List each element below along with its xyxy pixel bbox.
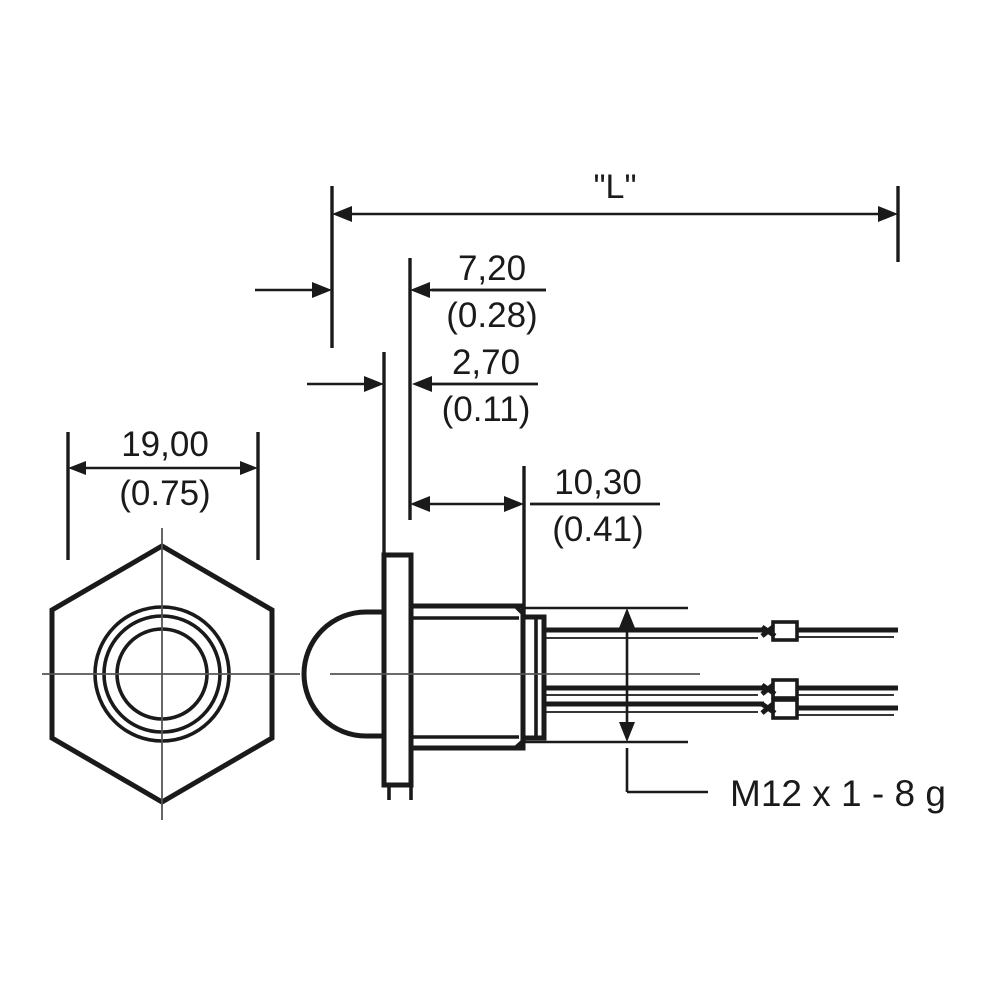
dim-720-imperial: (0.28) bbox=[446, 296, 537, 335]
arrowhead-720 bbox=[410, 282, 430, 298]
wire-span-dimension bbox=[524, 606, 688, 744]
arrowhead-270-right bbox=[364, 376, 384, 392]
arrowhead-wire-top bbox=[619, 608, 635, 628]
arrowhead-left-19mm bbox=[68, 461, 86, 475]
dim-720-metric: 7,20 bbox=[458, 249, 526, 288]
crimp-terminal-1 bbox=[760, 620, 898, 642]
arrowhead-1030-left bbox=[410, 496, 430, 512]
dim-270-metric: 2,70 bbox=[452, 343, 520, 382]
body-barrel bbox=[408, 603, 526, 751]
dim-19-metric: 19,00 bbox=[121, 425, 209, 464]
arrowhead-wire-bottom bbox=[619, 722, 635, 742]
thread-callout: M12 x 1 - 8 g bbox=[625, 748, 946, 814]
crimp-terminal-2 bbox=[760, 678, 898, 700]
dim-1030-metric: 10,30 bbox=[554, 463, 642, 502]
arrowhead-left-L bbox=[332, 206, 352, 222]
arrowhead-left-datum bbox=[312, 282, 332, 298]
crimp-terminal-3 bbox=[760, 698, 898, 720]
hex-nut-flange bbox=[381, 552, 414, 788]
threaded-collar bbox=[520, 614, 547, 741]
dim-1030-imperial: (0.41) bbox=[552, 510, 643, 549]
front-hex-view: 19,00 (0.75) bbox=[42, 425, 300, 820]
side-section-view bbox=[301, 552, 898, 800]
arrowhead-right-19mm bbox=[240, 461, 258, 475]
arrowhead-270-left bbox=[412, 376, 432, 392]
dim-19-imperial: (0.75) bbox=[119, 474, 210, 513]
thread-spec-label: M12 x 1 - 8 g bbox=[730, 773, 946, 814]
arrowhead-right-L bbox=[878, 206, 898, 222]
dim-L-label: "L" bbox=[593, 168, 636, 206]
dome-lens-outline bbox=[301, 609, 384, 739]
arrowhead-1030-right bbox=[504, 496, 524, 512]
dim-270-imperial: (0.11) bbox=[442, 390, 531, 429]
side-view-dimensions: "L" 7,20 (0.28) 2,70 (0.11) 10,30 (0.41) bbox=[255, 168, 900, 614]
